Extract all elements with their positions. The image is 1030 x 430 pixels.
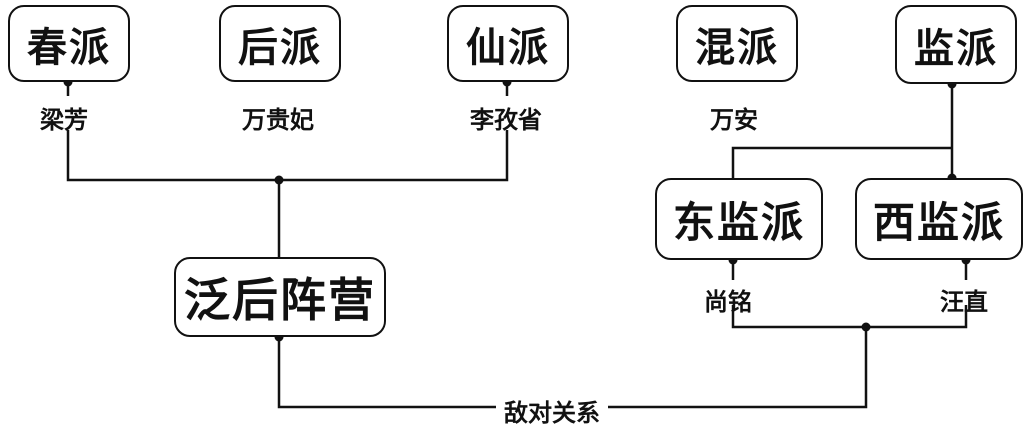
faction-box-hou: 后派 — [219, 5, 341, 82]
person-label-limaoxing: 李孜省 — [470, 105, 542, 134]
person-label-liangfang: 梁芳 — [40, 105, 88, 134]
person-label-wanan: 万安 — [710, 105, 758, 134]
faction-box-jian: 监派 — [895, 5, 1017, 84]
faction-box-chun: 春派 — [8, 5, 130, 82]
faction-label: 监派 — [914, 24, 998, 72]
faction-label: 西监派 — [872, 197, 1005, 247]
person-label-wanguifei: 万贵妃 — [242, 105, 314, 134]
faction-box-hun: 混派 — [676, 5, 798, 82]
faction-box-fanhou: 泛后阵营 — [174, 257, 386, 337]
person-label-wangzhi: 汪直 — [940, 287, 988, 316]
faction-label: 东监派 — [672, 197, 805, 247]
relation-label: 敌对关系 — [496, 393, 608, 428]
faction-label: 后派 — [238, 23, 322, 71]
junction-dot — [274, 175, 284, 185]
person-label-shangming: 尚铭 — [704, 287, 752, 316]
faction-label: 仙派 — [466, 23, 550, 71]
faction-label: 泛后阵营 — [184, 273, 376, 327]
faction-box-xian: 仙派 — [447, 5, 569, 82]
faction-label: 春派 — [27, 23, 111, 71]
faction-label: 混派 — [695, 23, 779, 71]
faction-box-dongjian: 东监派 — [655, 178, 823, 260]
junction-dot — [861, 322, 871, 332]
faction-box-xijian: 西监派 — [855, 178, 1023, 260]
